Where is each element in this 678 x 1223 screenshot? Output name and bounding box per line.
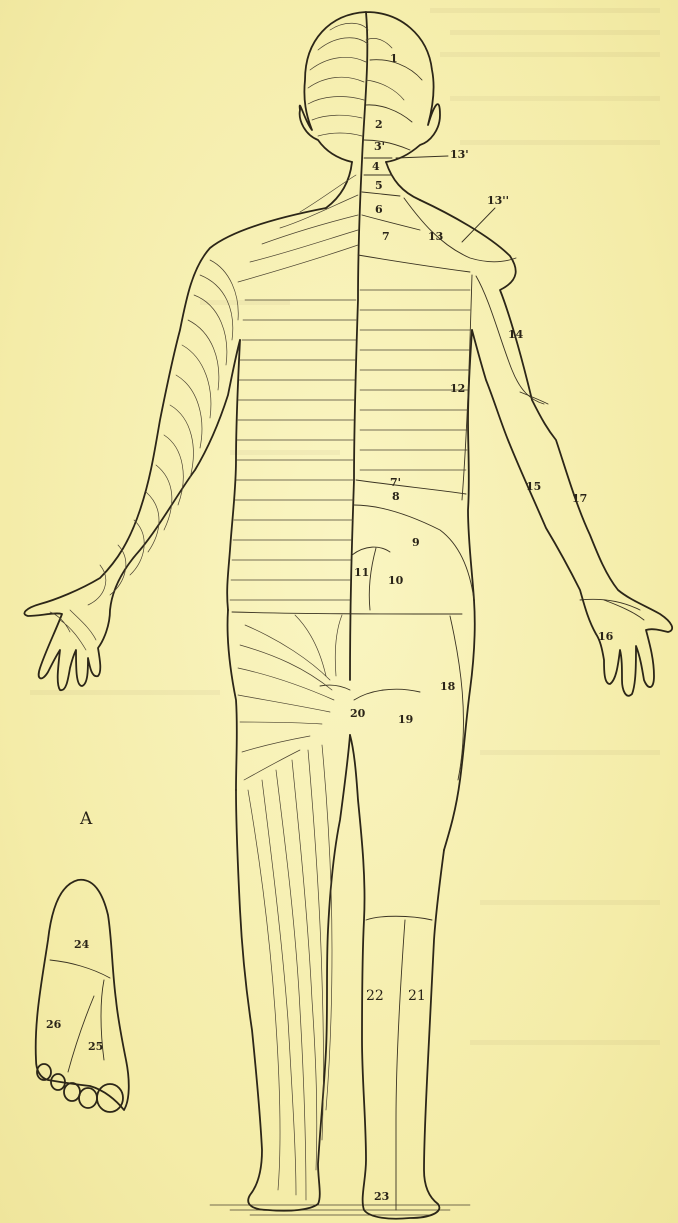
inset-foot-sole: A 24 26 25 xyxy=(36,809,129,1112)
region-label-2: 2 xyxy=(375,118,383,131)
region-label-11: 11 xyxy=(354,566,369,579)
foot-label-26: 26 xyxy=(46,1018,62,1031)
ground-shadow xyxy=(210,1205,470,1215)
dermatome-hatching xyxy=(50,23,644,1200)
region-label-17: 17 xyxy=(572,492,587,505)
region-label-13-prime: 13' xyxy=(450,148,469,161)
region-label-7: 7 xyxy=(382,230,390,243)
region-label-3: 3' xyxy=(374,140,385,153)
region-label-6: 6 xyxy=(375,203,383,216)
region-label-20: 20 xyxy=(350,707,366,720)
region-label-15: 15 xyxy=(526,480,541,493)
region-label-12: 12 xyxy=(450,382,465,395)
region-label-7-prime: 7' xyxy=(390,476,401,489)
region-label-10: 10 xyxy=(388,574,404,587)
foot-label-24: 24 xyxy=(74,938,90,951)
show-through-text xyxy=(30,8,660,1045)
region-label-1: 1 xyxy=(390,52,398,65)
region-label-22: 22 xyxy=(366,988,384,1004)
region-label-13: 13 xyxy=(428,230,443,243)
left-leg-outline xyxy=(236,735,350,1211)
region-label-16: 16 xyxy=(598,630,614,643)
region-label-23: 23 xyxy=(374,1190,389,1203)
dermatome-boundaries xyxy=(232,12,640,780)
right-leg-outline xyxy=(350,735,444,1219)
region-label-21: 21 xyxy=(408,988,426,1004)
region-label-9: 9 xyxy=(412,536,420,549)
right-arm-outline xyxy=(420,200,672,696)
foot-toes xyxy=(37,1064,123,1112)
region-labels: 1 2 3' 4 5 6 7 13' 13'' 13 14 12 7' 8 9 … xyxy=(350,52,614,1203)
region-label-14: 14 xyxy=(508,328,524,341)
foot-label-25: 25 xyxy=(88,1040,103,1053)
region-label-5: 5 xyxy=(375,179,383,192)
leader-lines xyxy=(396,156,495,242)
left-arm-outline xyxy=(24,208,326,690)
region-label-18: 18 xyxy=(440,680,456,693)
region-label-13-double: 13'' xyxy=(487,194,509,207)
region-label-4: 4 xyxy=(372,160,380,173)
region-label-8: 8 xyxy=(392,490,400,503)
head-outline xyxy=(300,12,440,162)
inset-label: A xyxy=(79,809,93,829)
region-label-19: 19 xyxy=(398,713,413,726)
